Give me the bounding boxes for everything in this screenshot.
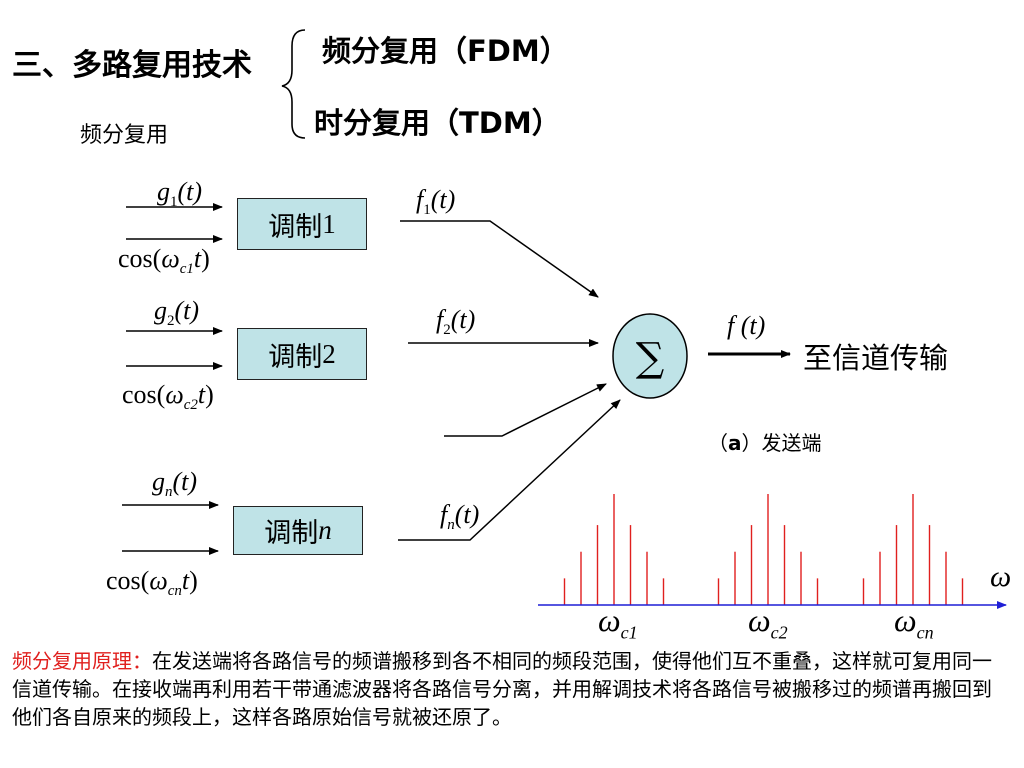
signal-f1-label: f1(t) (416, 185, 456, 219)
page-title: 三、多路复用技术 (12, 48, 252, 83)
principle-label: 频分复用原理： (12, 649, 152, 673)
signal-fn-label: fn(t) (440, 500, 480, 534)
carrier-2-label: cos(ωc2t) (122, 380, 214, 414)
axis-label-omega: ω (990, 560, 1012, 593)
carrier-label-c1: ωc1 (598, 602, 638, 643)
diagram-caption: （a）发送端 (708, 431, 822, 455)
output-line-f1 (400, 220, 599, 298)
spectrum-plot (563, 494, 964, 605)
principle-paragraph: 频分复用原理：在发送端将各路信号的频谱搬移到各不相同的频段范围，使得他们互不重叠… (12, 647, 1008, 731)
branch-tdm: 时分复用（TDM） (314, 106, 561, 140)
branch-fdm: 频分复用（FDM） (322, 34, 569, 68)
section-subtitle: 频分复用 (80, 123, 169, 148)
carrier-label-c2: ωc2 (748, 602, 788, 643)
summer-circle (612, 313, 688, 399)
modulator-index: 2 (322, 338, 336, 369)
curly-brace (281, 29, 306, 139)
signal-g1-label: g1(t) (157, 177, 203, 211)
modulator-label: 调制 (268, 341, 323, 372)
carrier-1-label: cos(ωc1t) (118, 244, 210, 278)
modulator-index: 1 (322, 208, 336, 239)
carrier-label-cn: ωcn (894, 602, 934, 643)
summer-symbol: ∑ (636, 335, 665, 381)
carrier-n-label: cos(ωcnt) (106, 566, 198, 600)
principle-text: 在发送端将各路信号的频谱搬移到各不相同的频段范围，使得他们互不重叠，这样就可复用… (12, 649, 992, 729)
modulator-index: n (318, 515, 332, 545)
signal-g2-label: g2(t) (154, 296, 200, 330)
modulator-label: 调制 (268, 211, 323, 242)
signal-gn-label: gn(t) (152, 467, 198, 501)
output-line-dots (444, 383, 607, 437)
destination-label: 至信道传输 (803, 341, 949, 375)
signal-f2-label: f2(t) (436, 305, 476, 339)
output-line-fn (398, 399, 621, 541)
summer-output-label: f (t) (727, 311, 766, 340)
modulator-label: 调制 (264, 518, 319, 548)
